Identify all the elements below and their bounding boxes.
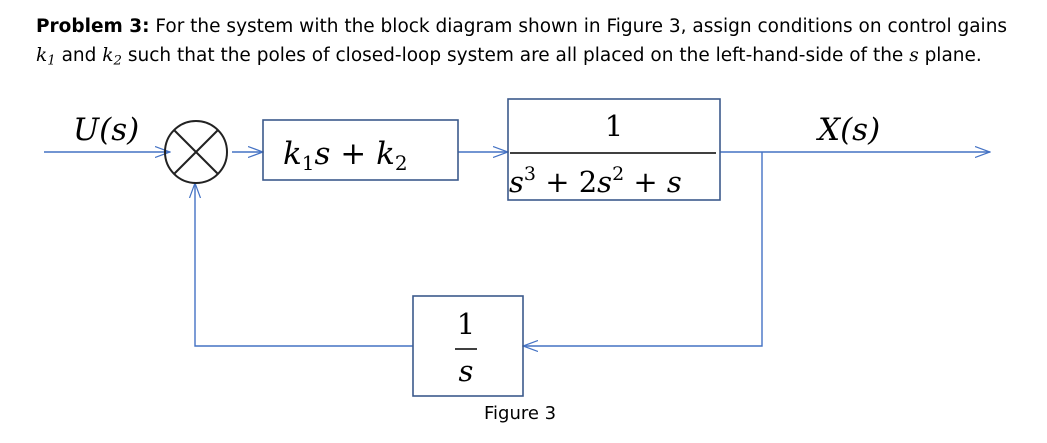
k1-symbol: k1 [36,45,56,69]
plant-den-exp3: 3 [524,163,536,185]
problem-text-1: For the system with the block diagram sh… [149,16,1008,37]
plant-numerator: 1 [605,109,623,143]
feedback-numerator: 1 [457,307,475,341]
controller-k2: k [376,136,395,172]
k2-symbol: k2 [102,45,122,69]
output-label: X(s) [816,112,880,148]
k2-base: k [102,45,114,66]
problem-statement: Problem 3: For the system with the block… [36,12,1026,70]
plant-den-plus1: + 2 [536,165,597,199]
plant-den-s2: s [597,165,612,199]
problem-text-and: and [55,45,103,66]
plant-den-exp2: 2 [612,163,624,185]
figure-caption: Figure 3 [484,403,556,424]
plant-block [507,98,721,201]
k2-subscript: 2 [113,53,122,69]
controller-mid: s + [315,136,377,172]
controller-k1-sub: 1 [302,151,315,175]
problem-text-2: such that the poles of closed-loop syste… [121,45,910,66]
plant-denominator: s3 + 2s2 + s [509,163,682,199]
problem-label: Problem 3: [36,16,150,37]
k1-subscript: 1 [47,53,56,69]
plant-den-s3: s [667,165,682,199]
input-label: U(s) [73,112,139,148]
feedback-denominator: s [459,354,474,388]
feedback-block [412,295,524,397]
summing-junction [164,120,228,184]
plant-den-plus2: + [624,165,667,199]
feedback-path-to-block [523,152,763,346]
plant-den-s1: s [509,165,524,199]
k1-base: k [36,45,48,66]
problem-text-3: plane. [918,45,982,66]
controller-expression: k1s + k2 [283,136,408,175]
controller-k1: k [283,136,302,172]
controller-block [262,119,459,181]
s-variable: s [909,45,919,66]
feedback-path-to-junction [195,183,413,347]
controller-k2-sub: 2 [395,151,408,175]
